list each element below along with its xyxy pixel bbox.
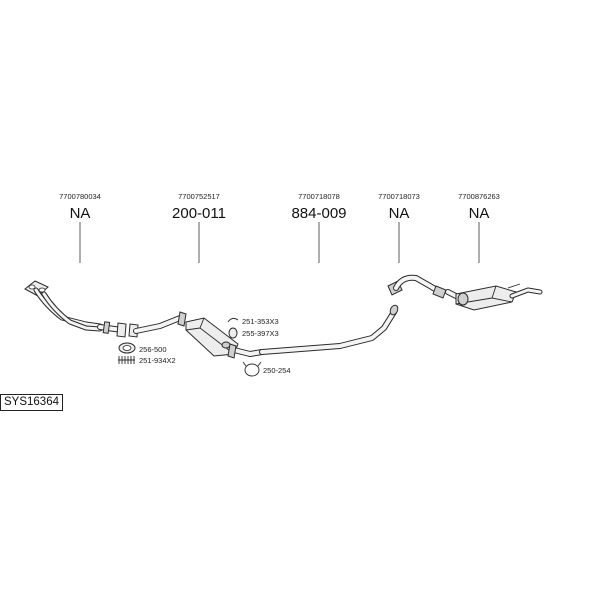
rear-silencer-drawing [445,283,543,311]
oem-number: 7700752517 [178,192,220,201]
oem-number: 7700780034 [59,192,101,201]
accessory-pipe-clamp: 250-254 [242,361,291,377]
part-label-3: 7700718078 884-009 [291,192,347,263]
diagram-code: SYS16364 [0,394,63,411]
oem-number: 7700876263 [458,192,500,201]
part-label-1: 7700780034 NA [59,192,101,263]
accessory-spring-bolt: 251-934X2 [118,356,176,365]
part-label-5: 7700876263 NA [458,192,500,263]
part-number: NA [389,205,410,222]
front-silencer-drawing [128,311,265,359]
part-number: NA [469,205,490,222]
part-number: NA [70,205,91,222]
accessory-label: 255-397X3 [242,329,279,338]
accessory-clamp: 251-353X3 [227,317,279,326]
oem-number: 7700718073 [378,192,420,201]
intermediate-pipe-drawing [259,304,399,355]
accessory-label: 256-500 [139,345,167,354]
bend-pipe-drawing [387,274,447,299]
clamp-icon [227,317,239,323]
accessory-label: 250-254 [263,366,291,375]
accessory-label: 251-934X2 [139,356,176,365]
accessory-gasket-ring: 256-500 [118,342,167,354]
downpipe-flange [116,322,127,338]
part-number: 884-009 [291,205,346,222]
pipe-clamp-icon [244,363,260,377]
rubber-mount-icon [228,327,238,339]
part-number: 200-011 [172,205,226,222]
accessory-label: 251-353X3 [242,317,279,326]
downpipe-drawing [24,280,127,338]
part-label-2: 7700752517 200-011 [172,192,226,263]
accessory-rubber-mount: 255-397X3 [228,327,279,339]
part-label-4: 7700718073 NA [378,192,420,263]
oem-number: 7700718078 [298,192,340,201]
